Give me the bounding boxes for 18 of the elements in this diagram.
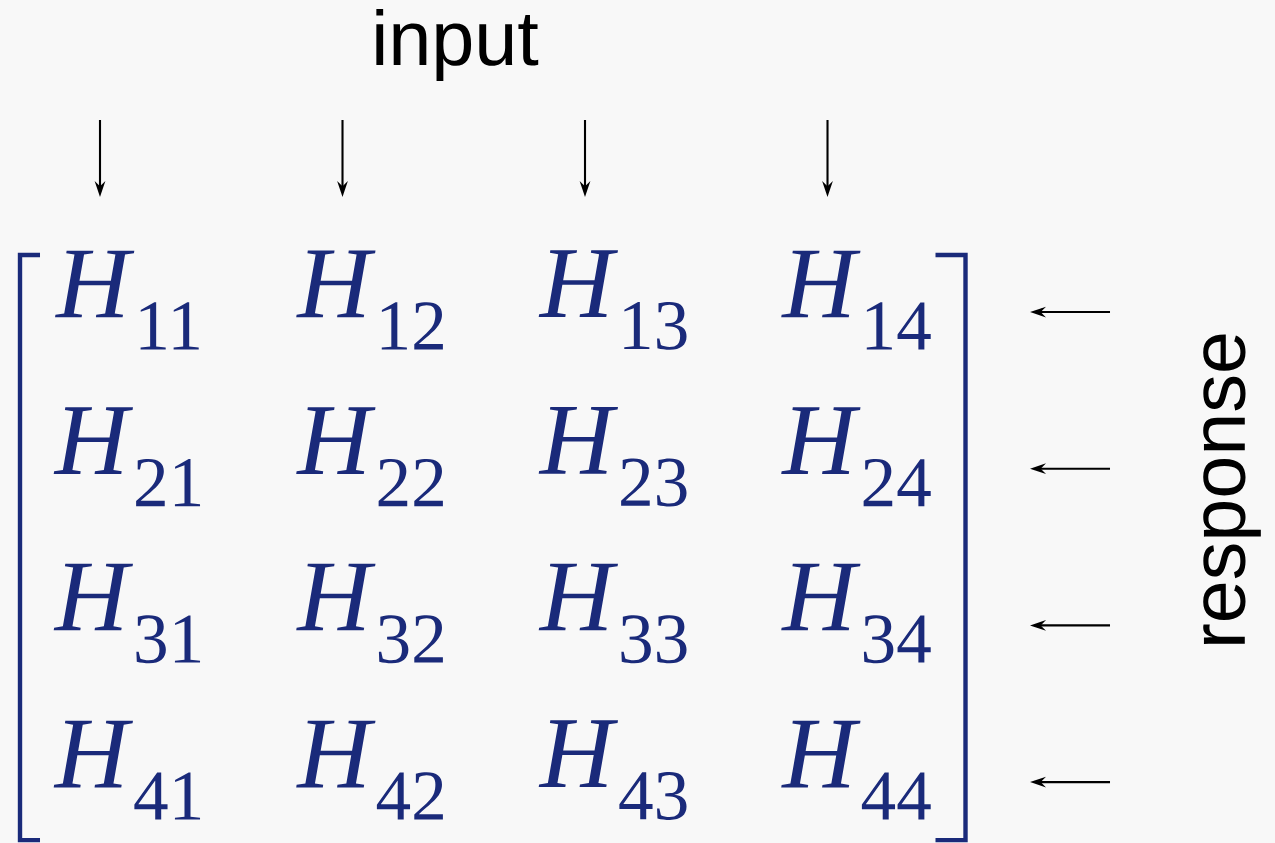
matrix-entry: H$_{43}$ (538, 720, 687, 820)
matrix-entry: H$_{44}$ (781, 720, 931, 820)
matrix-entry: H$_{31}$ (53, 563, 201, 664)
input-label: input (376, 9, 539, 82)
matrix-entry: H$_{34}$ (781, 563, 931, 664)
matrix-entry: H$_{13}$ (538, 250, 687, 350)
matrix-entry: H$_{41}$ (53, 720, 201, 820)
matrix-entry: H$_{14}$ (781, 250, 931, 350)
response-label: response (1203, 334, 1261, 644)
matrix-entry: H$_{33}$ (538, 563, 687, 664)
matrix-entry: H$_{24}$ (781, 407, 931, 507)
matrix-entry: H$_{23}$ (538, 406, 687, 507)
matrix-entry: H$_{21}$ (53, 407, 201, 507)
matrix-entry: H$_{12}$ (296, 250, 443, 350)
matrix-entry: H$_{22}$ (296, 407, 443, 507)
matrix-entry: H$_{32}$ (296, 563, 443, 664)
matrix-entry: H$_{42}$ (296, 720, 443, 820)
matrix-entry: H$_{11}$ (55, 250, 199, 350)
